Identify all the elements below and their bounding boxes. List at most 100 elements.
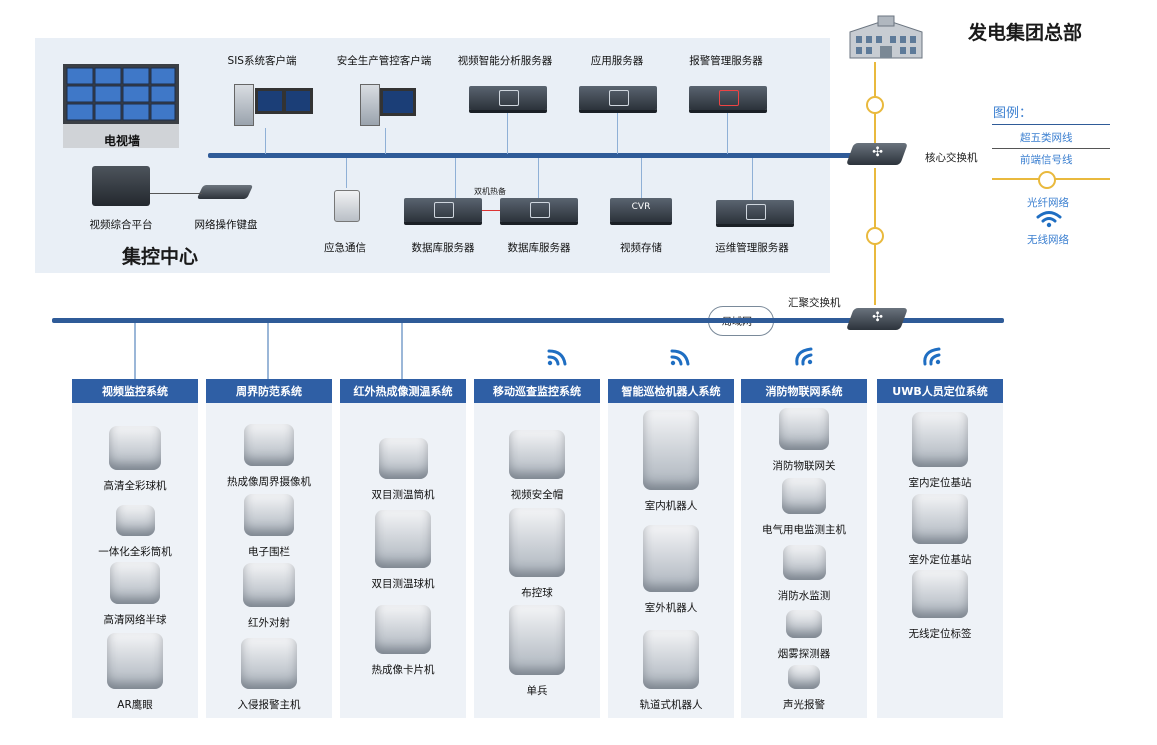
sis-pc-tower-icon xyxy=(234,84,254,126)
cvr-storage-icon: CVR xyxy=(610,198,672,222)
device-icon xyxy=(110,562,160,604)
link-app xyxy=(617,112,618,154)
device-icon xyxy=(375,605,431,654)
link-emergency xyxy=(346,158,347,188)
system-header: 消防物联网系统 xyxy=(741,379,867,403)
hq-fiber-node-icon xyxy=(866,96,884,114)
wifi-mobile-icon xyxy=(546,346,570,366)
device-icon xyxy=(243,563,295,607)
device-label: 室外机器人 xyxy=(644,602,698,614)
device-label: 入侵报警主机 xyxy=(237,699,301,711)
video-wall-label: 电视墙 xyxy=(103,134,141,148)
hot-standby-label: 双机热备 xyxy=(474,187,506,196)
platform-keyboard-link xyxy=(150,193,202,194)
system-header: UWB人员定位系统 xyxy=(877,379,1003,403)
video-platform-label: 视频综合平台 xyxy=(89,219,153,231)
video-wall-icon xyxy=(63,64,179,148)
ops-server-label: 运维管理服务器 xyxy=(715,242,789,254)
device-label: 室内机器人 xyxy=(644,500,698,512)
field-network-bus xyxy=(52,318,1004,323)
drop-perimeter xyxy=(267,323,269,379)
device-label: 电子围栏 xyxy=(248,546,290,558)
cvr-text: CVR xyxy=(631,202,651,212)
cvr-storage-label: 视频存储 xyxy=(620,242,662,254)
legend-cat5-label: 超五类网线 xyxy=(1020,132,1073,144)
link-ops xyxy=(752,158,753,200)
db-server-2-label: 数据库服务器 xyxy=(507,242,571,254)
center-network-bus xyxy=(208,153,858,158)
device-icon xyxy=(786,610,822,638)
device-icon xyxy=(244,494,294,536)
hq-building-icon xyxy=(842,14,930,62)
device-icon xyxy=(912,412,968,467)
device-label: 声光报警 xyxy=(783,699,825,711)
device-label: 红外对射 xyxy=(248,617,290,629)
core-switch-label: 核心交换机 xyxy=(925,152,978,164)
control-center-title: 集控中心 xyxy=(122,246,199,268)
sis-client-label: SIS系统客户端 xyxy=(227,55,297,67)
emergency-phone-icon xyxy=(334,190,360,222)
legend-fiber-label: 光纤网络 xyxy=(1027,197,1069,209)
device-icon xyxy=(107,633,163,689)
device-icon xyxy=(782,545,826,580)
link-cvr xyxy=(641,158,642,198)
device-icon xyxy=(241,638,297,689)
app-server-label: 应用服务器 xyxy=(590,55,644,67)
wifi-uwb-icon xyxy=(920,346,944,366)
system-header: 周界防范系统 xyxy=(206,379,332,403)
device-icon xyxy=(244,424,294,466)
device-label: 室内定位基站 xyxy=(908,477,972,489)
hq-title: 发电集团总部 xyxy=(968,22,1083,44)
legend-wifi-icon xyxy=(1034,208,1064,228)
device-label: 双目测温筒机 xyxy=(371,489,435,501)
device-icon xyxy=(643,525,699,592)
core-switch-icon: ✣ xyxy=(845,143,909,165)
link-alarm xyxy=(727,112,728,154)
safety-client-label: 安全生产管控客户端 xyxy=(336,55,432,67)
safety-monitor-icon xyxy=(380,88,416,116)
alarm-server-icon xyxy=(689,86,767,110)
legend-title: 图例： xyxy=(993,106,1033,121)
device-icon xyxy=(788,665,820,689)
device-label: 消防水监测 xyxy=(777,590,831,602)
core-agg-fiber-node-icon xyxy=(866,227,884,245)
db-server-1-icon xyxy=(404,198,482,222)
app-server-icon xyxy=(579,86,657,110)
link-db2 xyxy=(538,158,539,198)
device-icon xyxy=(378,438,428,479)
device-label: 消防物联网关 xyxy=(772,460,836,472)
device-label: 轨道式机器人 xyxy=(639,699,703,711)
network-keyboard-label: 网络操作键盘 xyxy=(194,219,258,231)
link-safety xyxy=(385,128,386,154)
device-icon xyxy=(115,505,155,536)
keyboard-icon xyxy=(196,185,254,199)
device-label: 电气用电监测主机 xyxy=(762,524,846,536)
device-label: 热成像卡片机 xyxy=(371,664,435,676)
system-header: 视频监控系统 xyxy=(72,379,198,403)
sis-monitor-2-icon xyxy=(283,88,313,114)
device-icon xyxy=(109,426,161,470)
safety-pc-tower-icon xyxy=(360,84,380,126)
emergency-label: 应急通信 xyxy=(324,242,366,254)
sis-monitor-icon xyxy=(255,88,285,114)
device-label: 布控球 xyxy=(521,587,553,599)
device-icon xyxy=(782,478,826,514)
device-icon xyxy=(509,430,565,479)
legend-cat5-line xyxy=(992,124,1110,125)
legend-signal-line xyxy=(992,148,1110,149)
alarm-server-label: 报警管理服务器 xyxy=(689,55,763,67)
device-icon xyxy=(779,408,829,450)
device-label: 室外定位基站 xyxy=(908,554,972,566)
wifi-fire-icon xyxy=(792,346,816,366)
device-icon xyxy=(643,630,699,689)
drop-video xyxy=(134,323,136,379)
device-label: 视频安全帽 xyxy=(510,489,564,501)
device-label: 一体化全彩筒机 xyxy=(98,546,172,558)
device-label: 单兵 xyxy=(526,685,548,697)
aggregation-switch-label: 汇聚交换机 xyxy=(788,297,841,309)
device-label: AR鹰眼 xyxy=(117,699,153,711)
video-platform-icon xyxy=(92,166,150,206)
device-label: 热成像周界摄像机 xyxy=(227,476,311,488)
ops-server-icon xyxy=(716,200,794,224)
system-header: 移动巡查监控系统 xyxy=(474,379,600,403)
